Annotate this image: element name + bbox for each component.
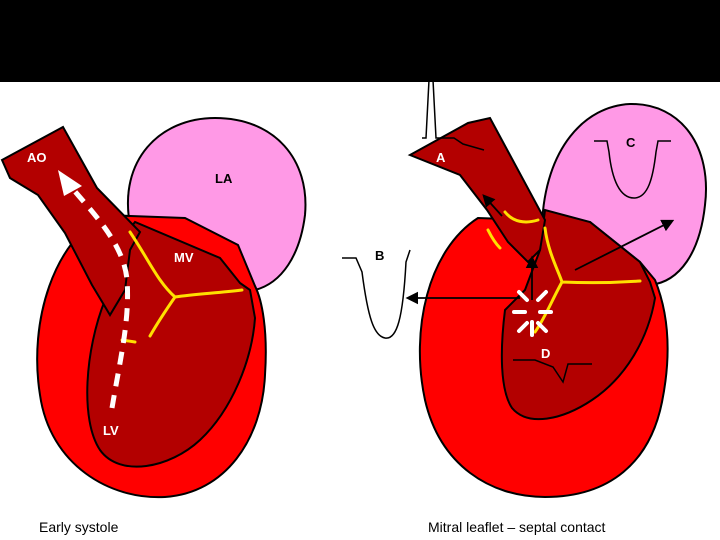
flow-arrow-left [70,186,130,409]
label-a: A [436,150,446,165]
title-bar [0,0,720,82]
caption-right: Mitral leaflet – septal contact [428,519,606,535]
label-mv: MV [174,250,194,265]
label-lv: LV [103,423,119,438]
mitral-leaflets-right [486,210,642,334]
aorta-left [0,125,142,317]
label-b: B [375,248,384,263]
waveform-b [342,249,411,339]
contact-starburst [512,290,553,337]
label-la: LA [215,171,233,186]
waveform-a [422,82,485,151]
label-d: D [541,346,550,361]
right-heart [342,82,707,499]
label-c: C [626,135,636,150]
lv-chamber-left [86,220,257,468]
mitral-leaflets-left [120,230,244,344]
caption-left: Early systole [39,519,119,535]
heart-diagram: AO LA MV LV [0,82,707,499]
left-heart [0,116,307,499]
lv-chamber-right [500,208,657,421]
flow-arrowhead-left [58,170,82,196]
label-ao: AO [27,150,47,165]
pointer-arrows [405,194,675,305]
waveform-d [513,359,592,384]
waveform-c [594,140,671,199]
